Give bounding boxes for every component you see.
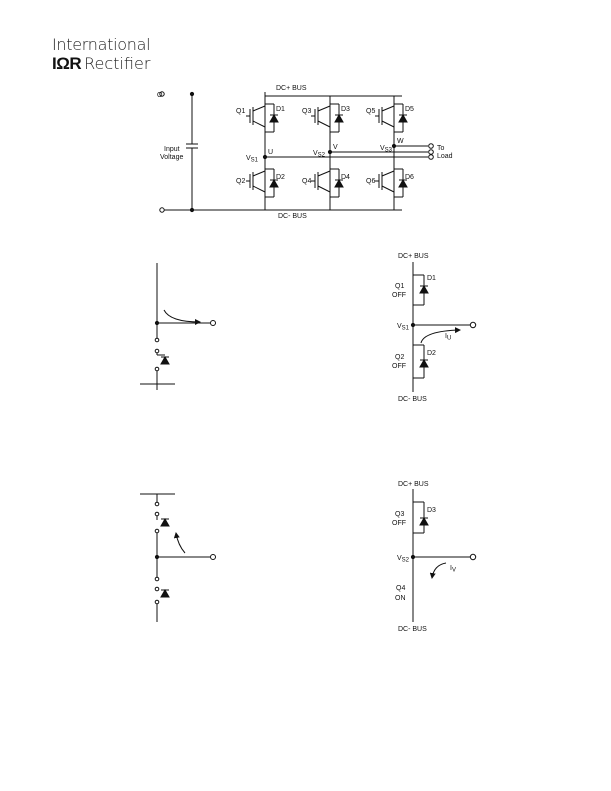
diode-d6: [398, 178, 408, 188]
phase1-d-top-label: D1: [427, 275, 436, 282]
current-arrow: [173, 532, 186, 554]
label-d1: D1: [276, 106, 285, 113]
diode-d2: [269, 178, 279, 188]
inverter-schematic: [159, 91, 434, 213]
diode-d2-icon: [419, 358, 429, 368]
load-terminal-w: [428, 143, 434, 149]
phase1-q-top-label: Q1: [395, 283, 404, 290]
to-load-label-1: To: [437, 145, 445, 152]
igbt-q3: [311, 103, 344, 133]
phase-label-u: U: [268, 149, 273, 156]
phase1-dc-minus-label: DC- BUS: [398, 396, 427, 403]
vs3-label: VS3: [380, 145, 393, 154]
label-q1: Q1: [236, 108, 245, 115]
to-load-label-2: Load: [437, 153, 453, 160]
load-terminal-v: [428, 149, 434, 155]
simplified-diagram-2: [140, 493, 216, 622]
output-terminal: [469, 321, 477, 329]
load-terminal-u: [428, 154, 434, 160]
label-d2: D2: [276, 174, 285, 181]
terminal-label: O: [157, 92, 163, 99]
phase2-q-top-state: OFF: [392, 520, 406, 527]
igbt-q4: [311, 168, 344, 198]
schematic-dc-plus-label: DC+ BUS: [276, 85, 307, 92]
diode-d3: [334, 113, 344, 123]
phase2-vs-label: VS2: [397, 555, 410, 564]
label-q6: Q6: [366, 178, 375, 185]
igbt-q1: [246, 103, 279, 133]
phase-diagram-1: [410, 262, 477, 392]
label-d3: D3: [341, 106, 350, 113]
vs1-label: VS1: [246, 155, 259, 164]
diode-d3-icon: [419, 516, 429, 526]
phase2-d-top-label: D3: [427, 507, 436, 514]
simplified-diagram-1: [140, 263, 216, 390]
igbt-q6: [375, 168, 408, 198]
output-terminal: [210, 554, 216, 560]
igbt-q2: [246, 168, 279, 198]
current-arrow: [429, 562, 447, 579]
label-q2: Q2: [236, 178, 245, 185]
phase-label-w: W: [397, 138, 404, 145]
schematic-dc-minus-label: DC- BUS: [278, 213, 307, 220]
phase1-q-bot-label: Q2: [395, 354, 404, 361]
igbt-q5: [375, 103, 408, 133]
phase1-vs-label: VS1: [397, 323, 410, 332]
phase2-current-label: IV: [450, 565, 456, 574]
diode-d5: [398, 113, 408, 123]
phase1-d-bot-label: D2: [427, 350, 436, 357]
vs2-label: VS2: [313, 150, 326, 159]
label-q5: Q5: [366, 108, 375, 115]
diode-icon: [160, 517, 170, 527]
logo-line-rectifier: Rectifier: [84, 54, 151, 73]
company-logo: International IΩR Rectifier: [52, 35, 151, 74]
phase1-q-top-state: OFF: [392, 292, 406, 299]
logo-line-international: International: [52, 35, 151, 54]
phase-label-v: V: [333, 144, 338, 151]
phase2-q-top-label: Q3: [395, 511, 404, 518]
label-d5: D5: [405, 106, 414, 113]
phase2-dc-plus-label: DC+ BUS: [398, 481, 429, 488]
terminal-top-left: [159, 91, 165, 97]
logo-mark: IΩR: [52, 54, 82, 73]
input-voltage-label-2: Voltage: [160, 154, 183, 161]
phase1-current-label: IU: [445, 333, 451, 342]
phase-diagram-2: [410, 489, 477, 622]
label-q4: Q4: [302, 178, 311, 185]
current-arrow: [163, 309, 201, 325]
label-d4: D4: [341, 174, 350, 181]
phase2-dc-minus-label: DC- BUS: [398, 626, 427, 633]
diode-icon: [160, 588, 170, 598]
diode-icon: [160, 355, 170, 365]
phase1-q-bot-state: OFF: [392, 363, 406, 370]
label-d6: D6: [405, 174, 414, 181]
label-q3: Q3: [302, 108, 311, 115]
diode-d1-icon: [419, 284, 429, 294]
output-terminal: [210, 320, 216, 326]
diode-d1: [269, 113, 279, 123]
terminal-bottom-left: [159, 207, 165, 213]
phase2-q-bot-state: ON: [395, 595, 406, 602]
phase1-dc-plus-label: DC+ BUS: [398, 253, 429, 260]
current-arrow: [420, 327, 461, 344]
output-terminal: [469, 553, 477, 561]
input-voltage-label-1: Input: [164, 146, 180, 153]
diode-d4: [334, 178, 344, 188]
phase2-q-bot-label: Q4: [396, 585, 405, 592]
